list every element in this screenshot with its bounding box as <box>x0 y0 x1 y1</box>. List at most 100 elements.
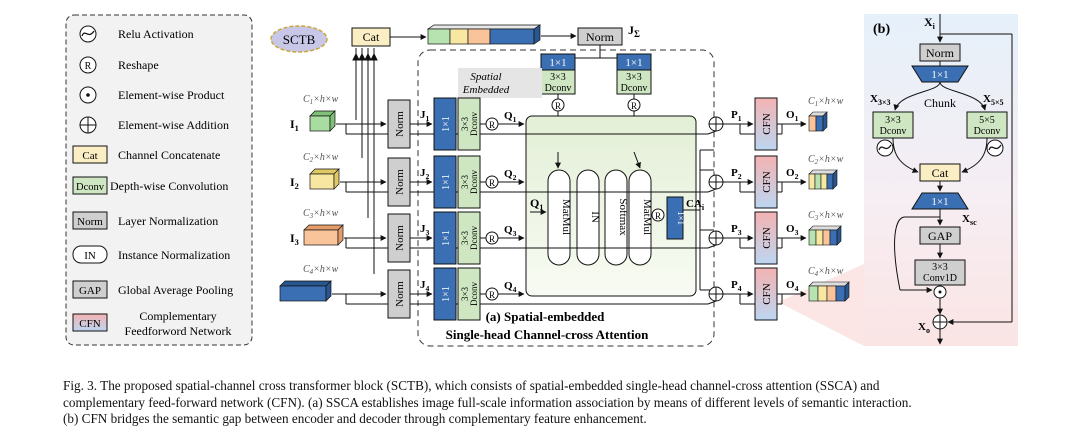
svg-text:Dconv: Dconv <box>621 83 648 94</box>
svg-text:Q2: Q2 <box>504 168 517 182</box>
legend-label-cat: Channel Concatenate <box>118 148 220 162</box>
concatenated-feature-bar <box>426 24 542 45</box>
legend-label-relu: Relu Activation <box>118 27 194 41</box>
row-conv1-block <box>433 155 457 209</box>
reshape-icon: R <box>79 56 97 74</box>
input-cube <box>309 173 335 190</box>
row-cfn-label: CFN <box>761 171 773 192</box>
norm-icon <box>72 211 108 230</box>
svg-text:Q4: Q4 <box>504 280 517 294</box>
legend-label-norm: Layer Normalization <box>118 214 218 228</box>
svg-text:R: R <box>489 290 495 300</box>
ssca-title-1: (a) Spatial-embedded <box>486 309 606 324</box>
svg-text:O3: O3 <box>786 223 799 237</box>
spatial-label-2: Embedded <box>462 84 510 96</box>
caption-line-2: complementary feed-forward network (CFN)… <box>63 394 912 410</box>
ca-conv1-block <box>666 196 684 240</box>
b-dconv3-block <box>872 111 914 139</box>
svg-text:R: R <box>555 101 561 111</box>
legend-label-gap: Global Average Pooling <box>118 283 233 297</box>
matmul-1 <box>547 169 571 266</box>
svg-text:5×5: 5×5 <box>979 115 995 126</box>
product-icon <box>79 86 97 104</box>
svg-text:Q1: Q1 <box>504 110 517 124</box>
panel-b-label: (b) <box>873 22 890 37</box>
legend-panel: Relu Activation R Reshape Element-wise P… <box>65 14 253 346</box>
svg-text:I2: I2 <box>290 175 299 191</box>
svg-text:1×1: 1×1 <box>676 211 686 225</box>
svg-text:Dconv: Dconv <box>469 170 479 194</box>
input-cube <box>309 115 331 132</box>
output-cube-side <box>822 111 828 132</box>
k-branch: 1×1 3×3 Dconv R KT <box>540 45 650 151</box>
svg-text:P3: P3 <box>731 223 742 237</box>
legend-label-dconv: Depth-wise Convolution <box>110 179 228 193</box>
svg-text:X3×3: X3×3 <box>870 93 891 107</box>
svg-text:IN: IN <box>589 211 601 223</box>
svg-text:Q3: Q3 <box>504 224 517 238</box>
ssca-frame <box>417 49 715 347</box>
legend-label-reshape: Reshape <box>118 58 159 72</box>
input-cube-side <box>337 224 344 246</box>
svg-text:3×3: 3×3 <box>626 72 642 83</box>
output-shape-label: C3×h×w <box>808 210 844 222</box>
caption-line-1: Fig. 3. The proposed spatial-channel cro… <box>63 378 880 393</box>
svg-text:Dconv: Dconv <box>469 112 479 136</box>
svg-text:3×3: 3×3 <box>885 115 901 126</box>
spatial-label-1: Spatial <box>470 71 501 83</box>
svg-text:R: R <box>655 211 661 221</box>
ca-outputs <box>683 149 714 291</box>
relu-icon <box>79 25 97 43</box>
svg-text:R: R <box>631 101 637 111</box>
row-norm-label: Norm <box>394 281 406 307</box>
svg-text:Dconv: Dconv <box>974 126 1001 137</box>
output-cube-side <box>844 281 850 302</box>
cat-inputs <box>352 48 378 274</box>
svg-text:3×3: 3×3 <box>550 72 566 83</box>
svg-text:R: R <box>489 234 495 244</box>
svg-text:3×3: 3×3 <box>460 286 470 301</box>
output-stripe <box>808 173 816 190</box>
svg-text:1×1: 1×1 <box>441 174 452 190</box>
cfn-symbol: CFN <box>79 318 100 330</box>
ssca-title-2: Single-head Channel-cross Attention <box>446 327 649 342</box>
svg-text:J1: J1 <box>420 109 430 123</box>
row-conv1-block <box>433 97 457 151</box>
b-reduce-conv <box>911 192 969 210</box>
svg-text:Q1: Q1 <box>530 196 543 212</box>
row-conv1-block <box>433 267 457 321</box>
softmax <box>604 169 628 266</box>
svg-text:R: R <box>489 178 495 188</box>
b-addition-icon <box>932 314 948 330</box>
svg-text:X5×5: X5×5 <box>983 93 1004 107</box>
input-cube-top <box>279 280 332 287</box>
output-stripe <box>815 115 824 132</box>
matmul-2 <box>628 169 652 266</box>
in-icon <box>72 245 108 264</box>
output-cube-top <box>808 281 850 287</box>
output-cube-side <box>832 169 838 190</box>
row-norm-label: Norm <box>394 225 406 251</box>
svg-text:P4: P4 <box>731 279 742 293</box>
top-norm-label: Norm <box>586 30 615 44</box>
svg-text:P2: P2 <box>731 167 742 181</box>
svg-text:J3: J3 <box>420 223 430 237</box>
b-dconv5-block <box>966 111 1008 139</box>
input-cube <box>279 285 327 302</box>
svg-text:MatMul: MatMul <box>641 199 653 235</box>
row-norm-label: Norm <box>394 111 406 137</box>
dconv-icon <box>72 176 108 195</box>
b-relu-left-icon <box>876 139 894 157</box>
diagram-canvas: Relu Activation R Reshape Element-wise P… <box>65 14 1018 347</box>
svg-text:O1: O1 <box>786 109 799 123</box>
gap-icon <box>72 280 108 299</box>
svg-text:Dconv: Dconv <box>469 282 479 306</box>
svg-text:1×1: 1×1 <box>625 57 642 69</box>
svg-text:Xi: Xi <box>924 15 936 31</box>
svg-text:R: R <box>85 61 92 72</box>
row-cfn-label: CFN <box>761 227 773 248</box>
input-cube-top <box>303 224 344 231</box>
